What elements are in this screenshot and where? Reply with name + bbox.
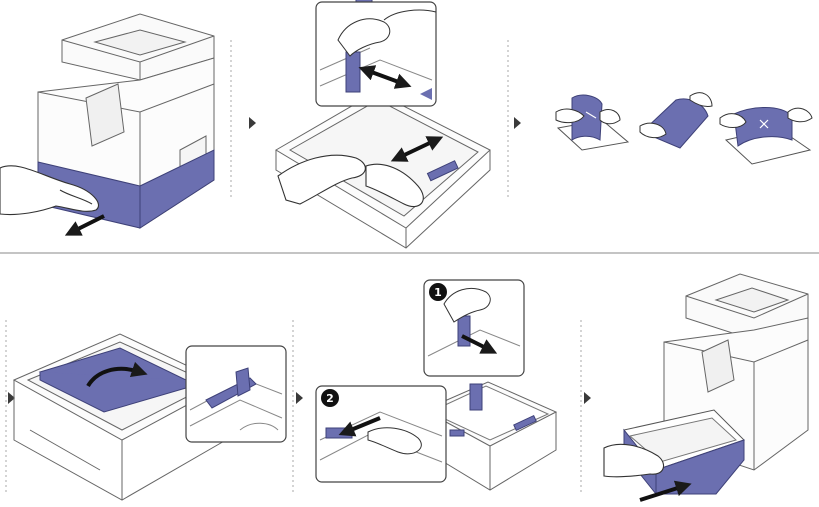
paper-guide: [426, 160, 459, 182]
double-arrow-icon: [639, 480, 692, 502]
curved-arrow-icon: [86, 361, 148, 388]
step-2-tray: [275, 91, 491, 249]
step-3-bend-paper: [639, 92, 713, 149]
double-arrow-icon: [390, 136, 444, 162]
triangle-right-icon: [8, 392, 15, 404]
double-arrow-icon: [64, 214, 105, 236]
step-5-zoom-inset-2: 2: [315, 385, 447, 483]
step-4-zoom-inset: [185, 345, 287, 443]
triangle-right-icon: [584, 392, 591, 404]
paper-guide: [513, 414, 537, 432]
paper-guide: [449, 429, 465, 437]
step-2-hands: [277, 154, 424, 208]
step-badge-2: [321, 389, 339, 407]
step-2-zoom-inset: [315, 1, 437, 107]
step-1-hand: [0, 165, 99, 216]
step-badge-1-label: 1: [434, 286, 442, 299]
step-3-fan-paper: [719, 107, 813, 165]
triangle-right-icon: [249, 117, 256, 129]
step-5-zoom-inset-1: 1: [423, 279, 525, 377]
paper-guide: [469, 383, 483, 411]
step-badge-1: [429, 283, 447, 301]
step-6-hand: [603, 443, 665, 478]
triangle-right-icon: [514, 117, 521, 129]
step-3-flex-paper: [555, 94, 630, 151]
step-badge-2-label: 2: [326, 392, 334, 405]
triangle-right-icon: [296, 392, 303, 404]
